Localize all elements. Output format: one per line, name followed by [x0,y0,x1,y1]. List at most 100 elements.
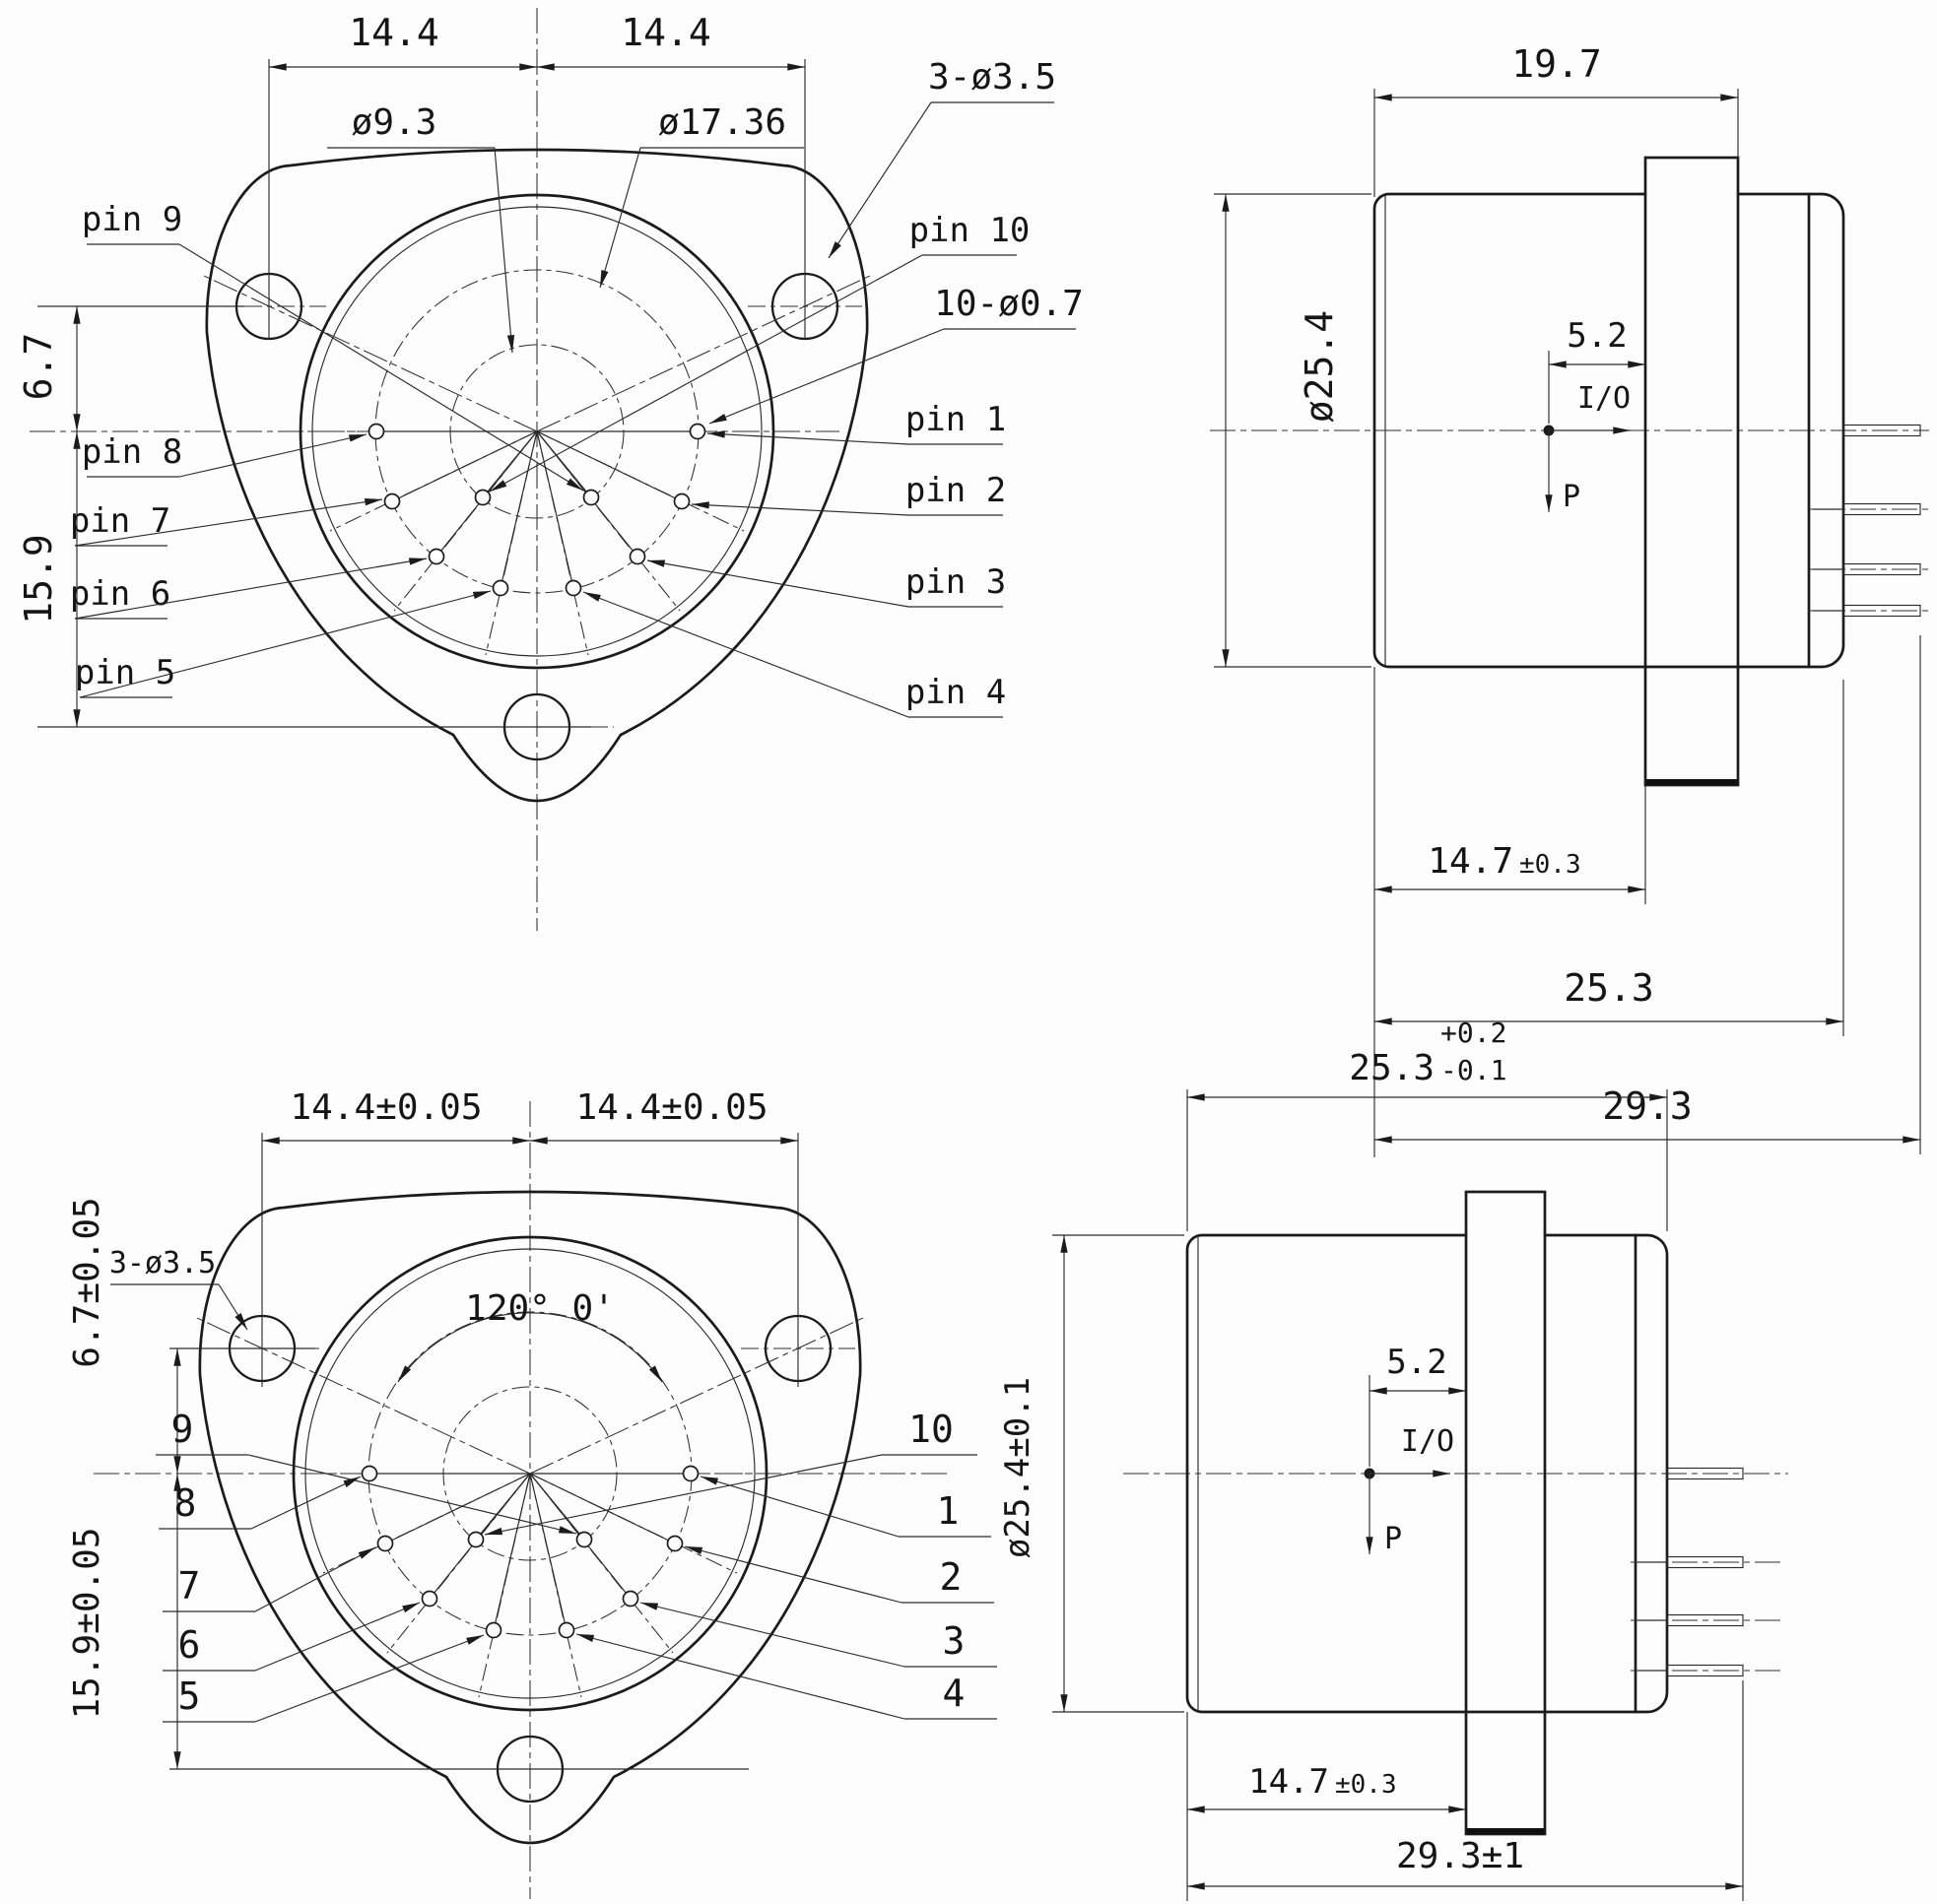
dim-body-tol-up: +0.2 [1440,1017,1506,1049]
leader-pin-3: pin 3 [646,559,1006,608]
label-9: 9 [171,1408,194,1451]
dim-29-3: 29.3 [1374,635,1921,1154]
leader-2: 2 [684,1545,994,1604]
axis-p-label: P [1384,1522,1402,1556]
axis-p-label: P [1563,480,1580,514]
label-pin-4: pin 4 [905,673,1006,712]
leader-3: 3 [639,1602,997,1668]
dim-25-3: 25.3 [1374,680,1844,1036]
dim-flange-label: 14.7 [1428,841,1513,882]
front-view-top: 14.4 14.4 6.7 15.9 ø9.3 ø17.36 3-ø3.5 10… [17,8,1084,931]
flange-tab [1464,1190,1547,1836]
label-1: 1 [937,1489,960,1533]
dim-total-label: 29.3 [1602,1084,1693,1128]
dim-total-label: 29.3±1 [1396,1836,1524,1876]
dim-pin-offset-label: 15.9±0.05 [67,1527,107,1719]
label-3-d3-5: 3-ø3.5 [928,57,1056,98]
callout-outer-pin-circle: ø17.36 [599,102,804,289]
leader-pin-10: pin 10 [489,211,1031,492]
dim-top-spacing: 14.4±0.05 14.4±0.05 [262,1087,798,1145]
label-pin-5: pin 5 [75,653,175,692]
label-10-d0-7: 10-ø0.7 [934,284,1084,324]
side-view-bottom: 25.3 +0.2 -0.1 ø25.4±0.1 5.2 I/O P 14.7 [998,1017,1788,1901]
dim-diameter-label: ø25.4±0.1 [998,1377,1037,1558]
label-pin-7: pin 7 [70,501,170,541]
callout-mount-holes: 3-ø3.5 [828,57,1056,259]
dim-flange-label: 14.7 [1248,1762,1329,1802]
label-pin-6: pin 6 [70,574,170,614]
label-pin-10: pin 10 [909,211,1031,250]
dim-front-length-label: 19.7 [1511,42,1602,86]
callout-inner-pin-circle: ø9.3 [327,102,515,354]
dim-29-3-tol: 29.3±1 [1187,1680,1744,1901]
flange-tab [1643,156,1740,787]
label-pin-8: pin 8 [82,432,182,472]
dim-flange-tol-label: ±0.3 [1519,850,1581,880]
pins-side [1809,424,1931,618]
leader-9: 9 [156,1408,577,1535]
leader-6: 6 [163,1602,421,1672]
leader-7: 7 [163,1546,376,1612]
dim-body-label: 25.3 [1564,966,1654,1010]
label-2: 2 [940,1555,963,1599]
label-6: 6 [178,1623,201,1667]
dim-14-7: 14.7 ±0.3 [1373,667,1646,1157]
side-view-top: 19.7 ø25.4 5.2 I/O P 14.7 ±0.3 [1210,42,1931,1157]
leader-10: 10 [484,1408,977,1536]
callout-mount-holes: 3-ø3.5 [109,1246,248,1331]
dim-diameter-label: ø25.4 [1298,310,1341,423]
leader-8: 8 [159,1476,362,1530]
label-10: 10 [908,1408,954,1451]
dim-body-label: 25.3 [1349,1048,1435,1088]
label-angle: 120° 0' [465,1288,615,1329]
leader-pin-7: pin 7 [70,498,383,547]
dim-pin-plane-label: 5.2 [1567,316,1627,356]
leader-1: 1 [700,1476,991,1538]
label-4: 4 [943,1672,966,1715]
label-pin-9: pin 9 [82,200,182,239]
dim-hole-offset-label: 6.7±0.05 [67,1197,107,1367]
dim-left-vertical: 6.7 15.9 [17,306,81,727]
dim-14-7-tol: 14.7 ±0.3 [1186,1712,1466,1901]
label-5: 5 [178,1674,201,1718]
dim-19-7: 19.7 [1373,42,1739,197]
leader-pin-4: pin 4 [582,591,1006,718]
label-d9-3: ø9.3 [352,102,437,143]
label-7: 7 [178,1564,201,1608]
leader-pin-1: pin 1 [706,400,1006,445]
leader-pin-2: pin 2 [691,471,1006,516]
dim-left-vertical: 6.7±0.05 15.9±0.05 [67,1197,181,1769]
leader-pin-9: pin 9 [82,200,584,492]
pins-side [1631,1467,1785,1677]
dim-hole-offset-label: 6.7 [17,333,60,401]
angle-120: 120° 0' [397,1288,663,1383]
dim-top-spacing: 14.4 14.4 [269,11,805,71]
dim-flange-tol-label: ±0.3 [1335,1770,1397,1800]
leader-pin-5: pin 5 [75,590,492,698]
dim-pin-offset-label: 15.9 [17,534,60,624]
dim-right-label: 14.4 [621,11,711,54]
front-view-bottom: 14.4±0.05 14.4±0.05 6.7±0.05 15.9±0.05 3… [67,1087,997,1899]
dim-left-label: 14.4±0.05 [290,1087,482,1128]
leader-pin-6: pin 6 [70,558,428,620]
label-pin-2: pin 2 [905,471,1006,510]
dim-left-label: 14.4 [349,11,439,54]
dim-25-3-tol: 25.3 +0.2 -0.1 [1186,1017,1668,1231]
label-d17-36: ø17.36 [658,102,786,143]
callout-pin-holes: 10-ø0.7 [708,284,1084,425]
body-outline [1372,192,1845,669]
dim-pin-plane-label: 5.2 [1386,1343,1446,1382]
label-pin-1: pin 1 [905,400,1006,439]
label-3-d3-5: 3-ø3.5 [109,1246,216,1280]
dim-body-tol-dn: -0.1 [1440,1054,1506,1086]
dim-dia-25-4-tol: ø25.4±0.1 [998,1234,1184,1713]
leader-4: 4 [575,1633,997,1720]
axis-io-label: I/O [1401,1424,1454,1459]
leader-5: 5 [163,1634,485,1723]
label-pin-3: pin 3 [905,562,1006,602]
dim-right-label: 14.4±0.05 [575,1087,768,1128]
pin-plane-annotation: 5.2 I/O P [1543,316,1645,514]
axis-io-label: I/O [1577,381,1631,416]
dim-dia-25-4: ø25.4 [1214,193,1371,668]
